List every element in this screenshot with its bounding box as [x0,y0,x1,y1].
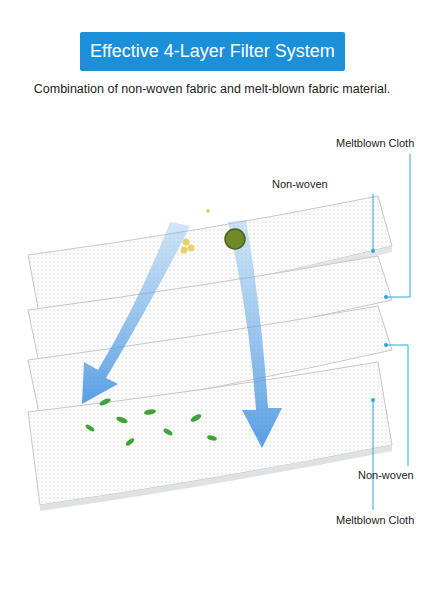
airflow-arrow [228,220,282,448]
filter-sheet [28,362,392,511]
subtitle: Combination of non-woven fabric and melt… [6,82,418,96]
leaf-particles [85,397,218,447]
layer-label: Non-woven [272,178,328,190]
layer-label: Meltblown Cloth [336,514,414,526]
layer-label: Meltblown Cloth [336,137,414,149]
layer-label: Non-woven [358,469,414,481]
title-banner: Effective 4-Layer Filter System [80,32,345,71]
airflow-arrow [82,222,190,404]
leader-lines [373,154,410,510]
leader-dots [371,249,388,402]
particle [206,209,210,213]
particle [188,245,195,252]
particle [225,229,245,249]
particle [181,247,188,254]
particle [183,239,190,246]
